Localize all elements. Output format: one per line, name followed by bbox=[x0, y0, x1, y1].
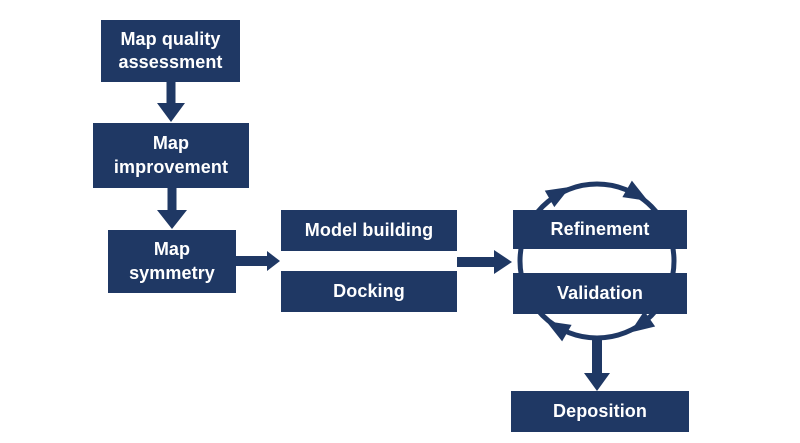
node-map-symmetry: Map symmetry bbox=[108, 230, 236, 293]
node-docking: Docking bbox=[281, 271, 457, 312]
node-map-quality-assessment: Map quality assessment bbox=[101, 20, 240, 82]
arrow-model-building-docking-to-refinement-validation bbox=[457, 250, 512, 274]
refinement-validation-cycle-arrow bbox=[517, 180, 677, 342]
arrow-map-improvement-to-map-symmetry bbox=[157, 188, 187, 229]
node-model-building: Model building bbox=[281, 210, 457, 251]
arrow-map-symmetry-to-model-building-docking bbox=[236, 251, 280, 271]
arrow-map-quality-to-map-improvement bbox=[157, 82, 185, 122]
node-validation: Validation bbox=[513, 273, 687, 314]
node-refinement: Refinement bbox=[513, 210, 687, 249]
node-map-improvement: Map improvement bbox=[93, 123, 249, 188]
cycle-arrowhead-top-left-icon bbox=[544, 186, 571, 208]
node-deposition: Deposition bbox=[511, 391, 689, 432]
cycle-arrowhead-top-right-icon bbox=[622, 180, 648, 201]
arrow-cycle-to-deposition bbox=[584, 337, 610, 391]
cycle-arrowhead-bottom-left-icon bbox=[546, 321, 572, 342]
cycle-arrowhead-bottom-right-icon bbox=[630, 310, 656, 333]
